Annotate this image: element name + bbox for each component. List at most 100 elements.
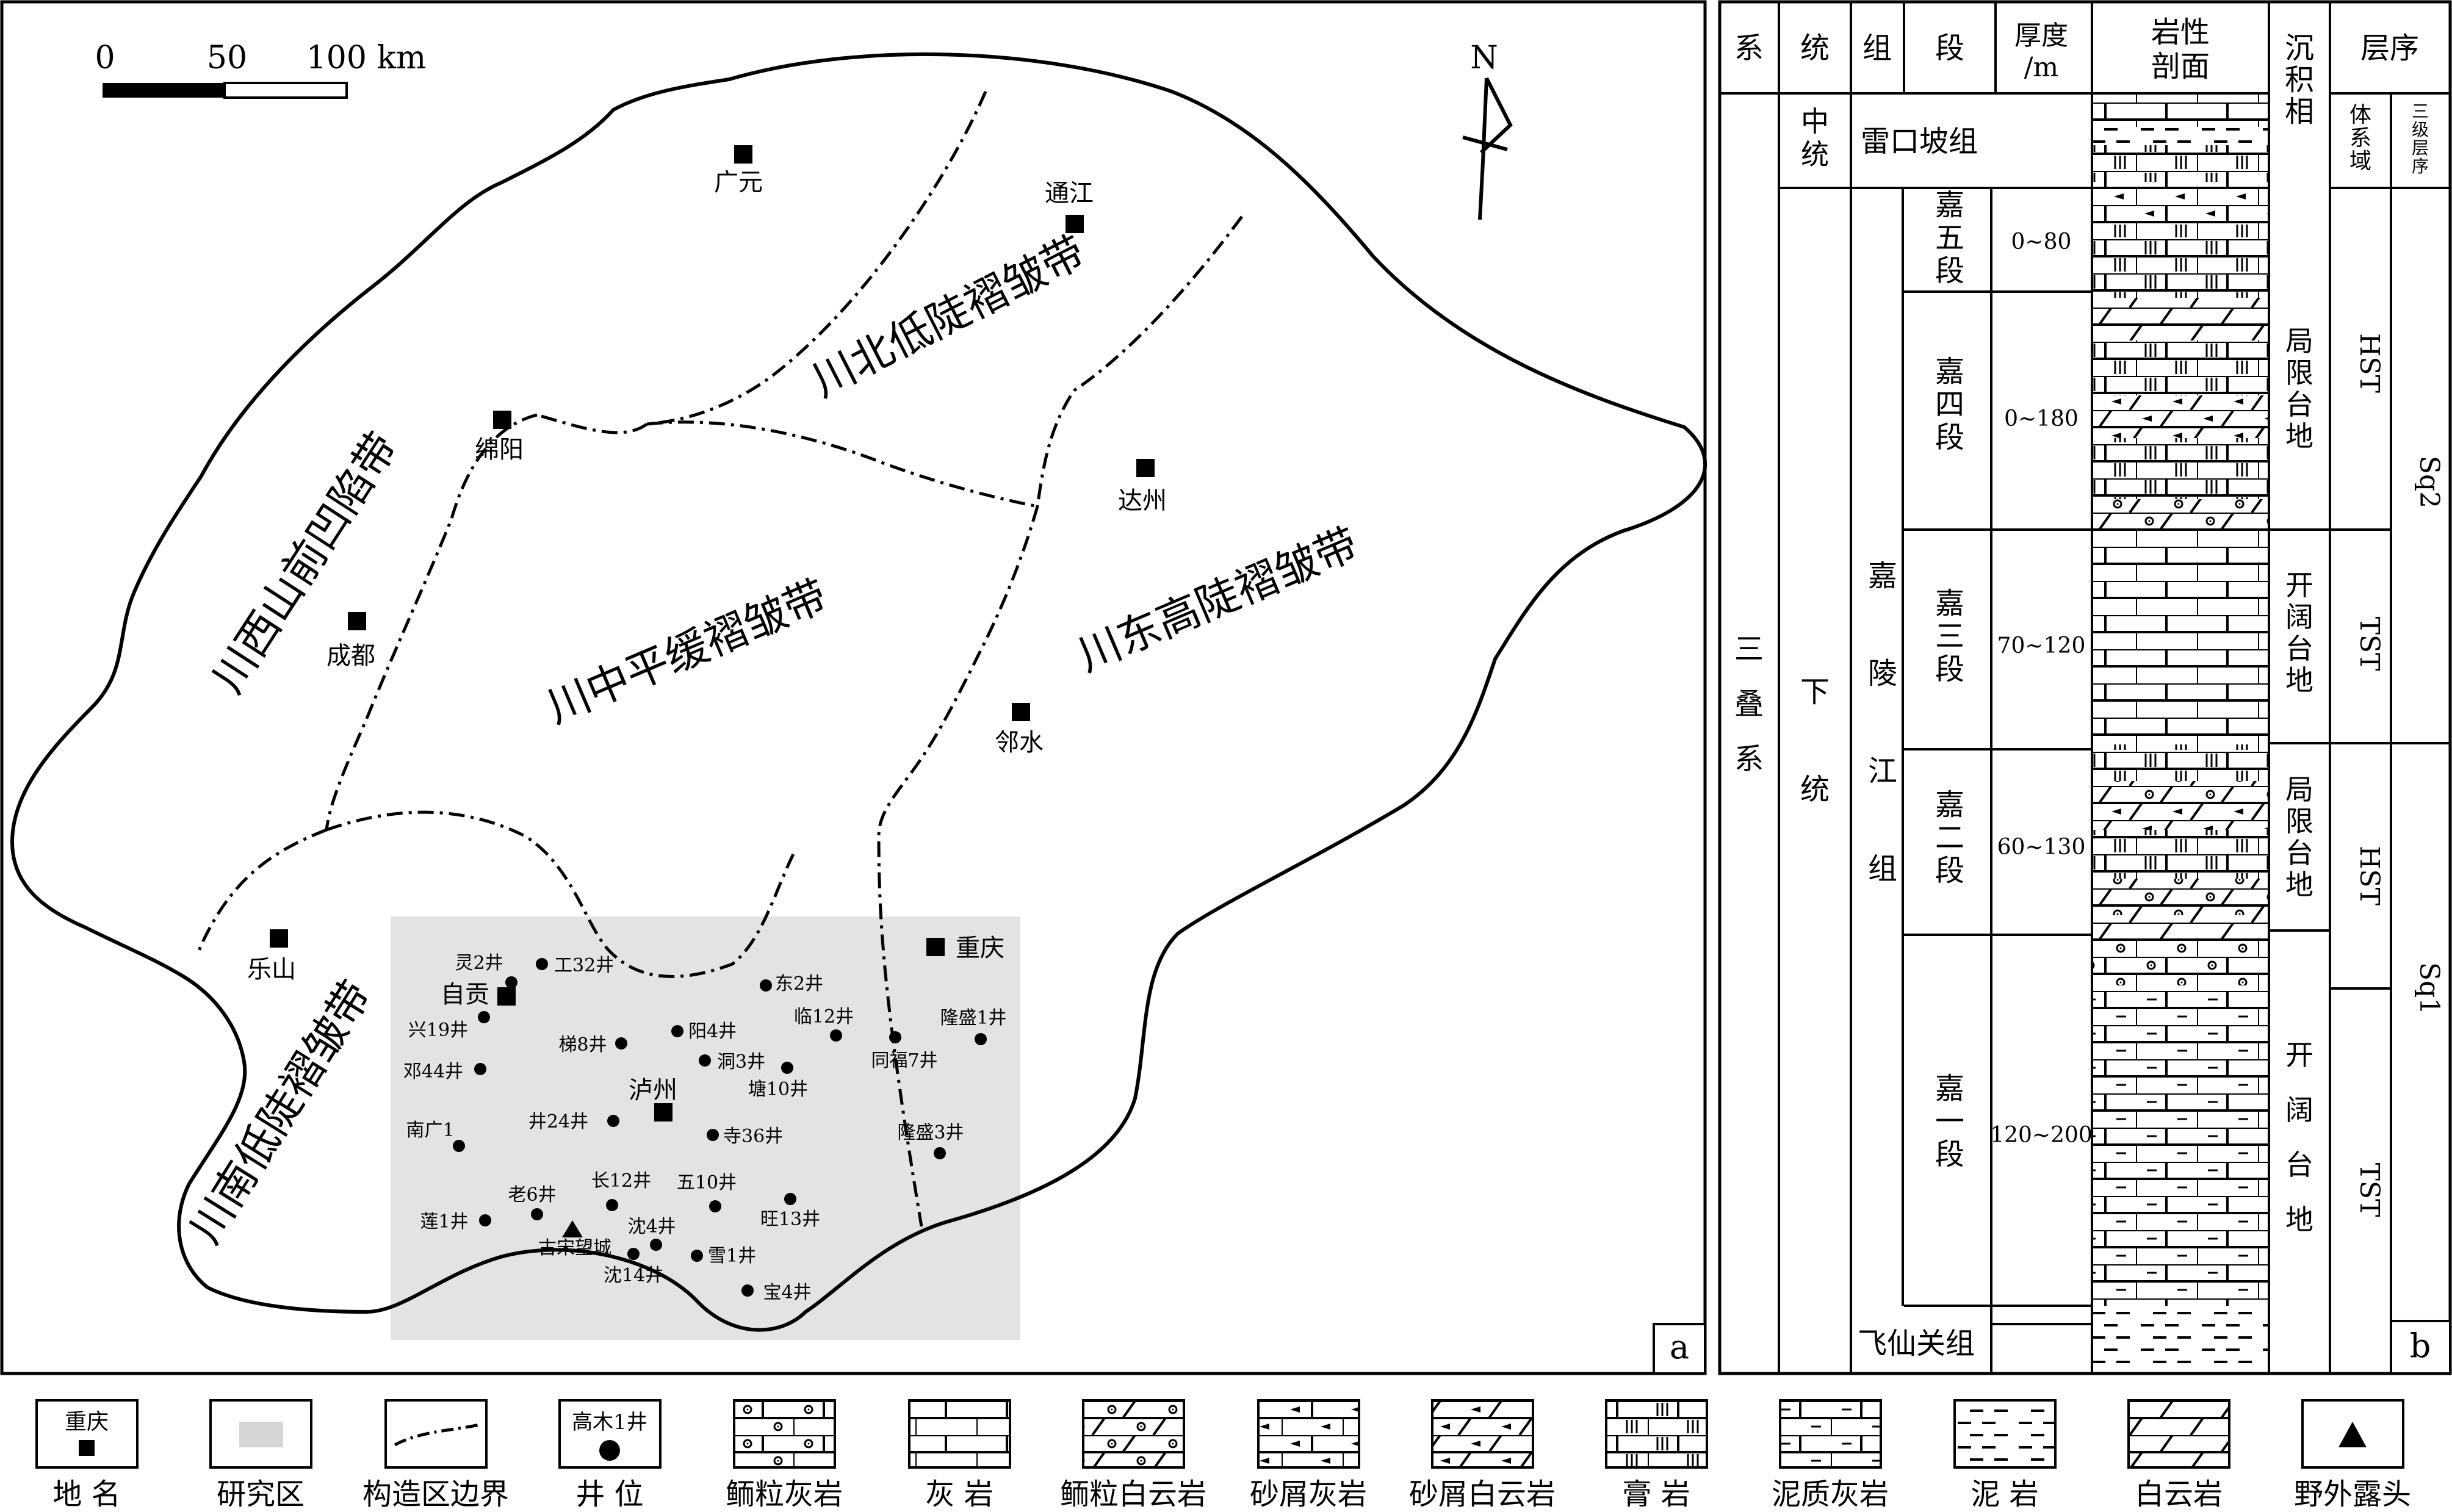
well-label: 莲1井 — [420, 1211, 468, 1233]
city-label-tongjiang: 通江 — [1045, 179, 1094, 207]
well-dot — [536, 958, 548, 970]
legend-swatch-pattern — [733, 1399, 836, 1469]
legend-swatch-pattern — [1605, 1399, 1708, 1469]
legend-swatch-pattern — [1779, 1399, 1882, 1469]
city-square-icon — [79, 1440, 95, 1456]
well-dot — [691, 1250, 703, 1262]
well-dot — [505, 976, 517, 988]
facies-open-lower: 开阔台地 — [2285, 1039, 2313, 1236]
outcrop-label: 古宋望城 — [538, 1237, 611, 1259]
legend: 重庆 地 名 研究区 构造区边界 高木1井 井 位 鲕粒灰岩 — [35, 1399, 2411, 1511]
well-dot — [478, 1011, 490, 1023]
well-dot — [474, 1063, 486, 1075]
city-marker-mianyang — [493, 411, 511, 429]
city-label-dazhou: 达州 — [1118, 487, 1167, 515]
facies-open-upper: 开阔台地 — [2285, 569, 2313, 697]
panel-label-b: b — [2410, 1327, 2431, 1365]
well-dot — [699, 1054, 711, 1067]
well-label: 塘10井 — [748, 1079, 808, 1100]
well-label: 寺36井 — [723, 1126, 783, 1147]
legend-label: 灰 岩 — [925, 1477, 993, 1511]
well-dot — [760, 979, 772, 992]
well-markers: 灵2井 工32井 东2井 隆盛1井 兴19井 梯8井 阳4井 临12井 同福7井… — [403, 952, 1007, 1303]
well-dot — [479, 1214, 491, 1226]
header-third-order: 三级层序 — [2412, 101, 2429, 176]
formation-feixianguan: 飞仙关组 — [1858, 1327, 1975, 1361]
litho-gyp — [2092, 438, 2269, 499]
thickness-jia1: 120~200 — [1990, 1123, 2093, 1148]
well-label: 同福7井 — [871, 1050, 937, 1071]
well-dot — [707, 1129, 719, 1141]
panel-label-a: a — [1670, 1328, 1689, 1366]
well-label: 兴19井 — [408, 1020, 468, 1041]
legend-item-sandy-limestone: 砂屑灰岩 — [1250, 1399, 1367, 1511]
well-dot — [781, 1062, 793, 1074]
litho-mud — [2092, 127, 2269, 145]
city-label-mianyang: 绵阳 — [475, 436, 524, 464]
well-label: 五10井 — [677, 1172, 737, 1193]
legend-label: 砂屑灰岩 — [1250, 1477, 1367, 1511]
litho-oodolo — [2092, 499, 2269, 530]
well-label: 旺13井 — [760, 1209, 820, 1230]
legend-label: 井 位 — [575, 1477, 643, 1511]
panel-label-box-b — [2390, 1320, 2451, 1375]
well-label: 井24井 — [528, 1111, 588, 1132]
legend-item-dolomite: 白云岩 — [2127, 1399, 2230, 1511]
well-dot — [606, 1199, 618, 1211]
well-label: 邓44井 — [403, 1061, 463, 1082]
thickness-jia3: 70~120 — [1997, 633, 2086, 658]
map-panel: 0 50 100 km N 川北低陡褶皱带 川西山前凹陷带 川中平缓褶皱带 川东… — [0, 0, 1707, 1375]
member-labels: 嘉五段 嘉四段 嘉三段 嘉二段 嘉一段 — [1935, 188, 1964, 1172]
member-jia2: 嘉二段 — [1935, 788, 1964, 888]
member-jia4: 嘉四段 — [1935, 355, 1964, 455]
scale-label-100: 100 km — [306, 40, 427, 76]
strat-column-panel: 系 统 组 段 厚度/m 岩性剖面 沉积相 层序 体系域 三级层序 三叠系 中统… — [1718, 0, 2452, 1375]
city-label-zigong: 自贡 — [441, 981, 489, 1009]
scale-bar-white — [223, 82, 348, 99]
zone-boundaries — [197, 91, 1244, 1227]
legend-label: 鲕粒灰岩 — [726, 1477, 843, 1511]
systems-tract-labels: HST TST HST TST — [2354, 333, 2385, 1217]
legend-item-limestone: 灰 岩 — [908, 1399, 1011, 1511]
series-lower: 下统 — [1800, 675, 1830, 807]
legend-swatch-pattern — [2127, 1399, 2230, 1469]
legend-sample-text: 高木1井 — [572, 1410, 647, 1435]
well-dot — [741, 1284, 754, 1297]
series-middle: 中统 — [1801, 105, 1829, 171]
city-label-leshan: 乐山 — [247, 956, 296, 984]
litho-gyp — [2092, 830, 2269, 879]
well-dot — [627, 1248, 640, 1260]
legend-label: 地 名 — [52, 1477, 120, 1511]
basin-outline — [10, 52, 1707, 1332]
panel-label-box-a — [1653, 1323, 1706, 1375]
city-marker-dazhou — [1136, 459, 1155, 477]
legend-label: 泥质灰岩 — [1772, 1477, 1889, 1511]
well-dot — [934, 1147, 946, 1159]
formation-jialingjiang: 嘉陵江组 — [1868, 559, 1897, 886]
scale-label-0: 0 — [95, 40, 115, 76]
well-label: 洞3井 — [717, 1051, 765, 1073]
scale-bar: 0 50 100 km — [95, 40, 427, 99]
legend-item-sandy-dolomite: 砂屑白云岩 — [1409, 1399, 1556, 1511]
litho-lime — [2092, 530, 2269, 744]
boundary-line-icon — [394, 1423, 480, 1447]
well-dot — [671, 1025, 683, 1037]
member-jia3: 嘉三段 — [1935, 586, 1964, 686]
column-frame — [1718, 0, 2452, 1375]
study-area — [391, 916, 1020, 1340]
litho-dolo — [2092, 915, 2269, 940]
legend-item-outcrop: 野外露头 — [2294, 1399, 2411, 1511]
city-label-chongqing: 重庆 — [956, 934, 1004, 962]
legend-swatch-pattern — [1431, 1399, 1534, 1469]
legend-label: 构造区边界 — [362, 1477, 509, 1511]
well-label: 灵2井 — [455, 952, 503, 974]
header-facies: 沉积相 — [2285, 31, 2314, 129]
city-marker-leshan — [270, 929, 288, 948]
litho-oodolo — [2092, 879, 2269, 915]
city-markers: 广元 通江 绵阳 达州 成都 邻水 乐山 重庆 自贡 泸州 — [247, 145, 1167, 1121]
sequence-sq2: Sq2 — [2414, 456, 2445, 508]
lithology-column — [2092, 93, 2269, 1373]
legend-label: 砂屑白云岩 — [1409, 1477, 1556, 1511]
well-label: 南广1 — [406, 1120, 454, 1141]
